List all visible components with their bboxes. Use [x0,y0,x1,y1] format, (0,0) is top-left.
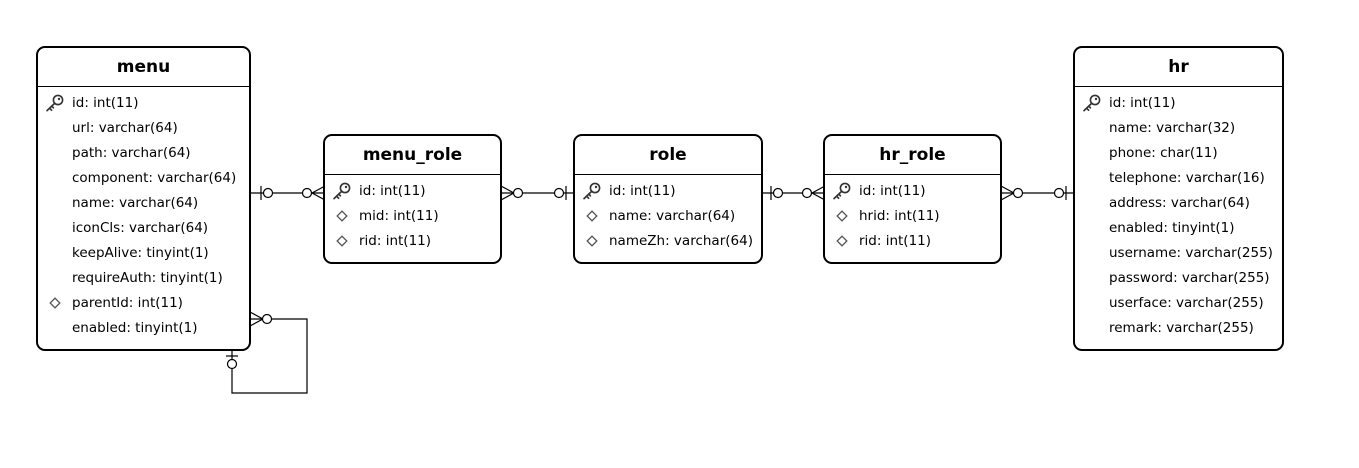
table-column[interactable]: hrid: int(11) [825,203,1000,228]
table-column[interactable]: parentId: int(11) [38,290,249,315]
table-column[interactable]: mid: int(11) [325,203,500,228]
key-icon [575,182,609,200]
table-hr[interactable]: hr id: int(11) name: varchar(32) phone: ch… [1073,46,1284,351]
column-text: phone: char(11) [1109,144,1218,161]
table-column[interactable]: id: int(11) [825,178,1000,203]
table-column[interactable]: name: varchar(64) [575,203,761,228]
column-text: keepAlive: tinyint(1) [72,244,209,261]
table-title: hr [1075,48,1282,87]
diamond-icon [38,296,72,309]
column-text: telephone: varchar(16) [1109,169,1265,186]
table-column[interactable]: userface: varchar(255) [1075,290,1282,315]
column-text: id: int(11) [859,182,926,199]
table-column[interactable]: phone: char(11) [1075,140,1282,165]
column-text: id: int(11) [359,182,426,199]
key-icon [38,94,72,112]
column-text: id: int(11) [609,182,676,199]
table-column[interactable]: id: int(11) [38,90,249,115]
column-text: hrid: int(11) [859,207,940,224]
table-column[interactable]: name: varchar(64) [38,190,249,215]
column-text: component: varchar(64) [72,169,237,186]
table-column[interactable]: requireAuth: tinyint(1) [38,265,249,290]
diamond-icon [825,234,859,247]
column-text: remark: varchar(255) [1109,319,1254,336]
key-icon [1075,94,1109,112]
table-column[interactable]: iconCls: varchar(64) [38,215,249,240]
column-text: requireAuth: tinyint(1) [72,269,223,286]
table-column[interactable]: remark: varchar(255) [1075,315,1282,340]
table-column[interactable]: address: varchar(64) [1075,190,1282,215]
column-text: enabled: tinyint(1) [72,319,198,336]
diamond-icon [575,209,609,222]
column-text: iconCls: varchar(64) [72,219,209,236]
table-column[interactable]: username: varchar(255) [1075,240,1282,265]
table-menu-role[interactable]: menu_role id: int(11) mid: int(11) rid: in… [323,134,502,264]
column-text: userface: varchar(255) [1109,294,1264,311]
table-column[interactable]: rid: int(11) [325,228,500,253]
table-column[interactable]: enabled: tinyint(1) [1075,215,1282,240]
diamond-icon [325,234,359,247]
column-text: enabled: tinyint(1) [1109,219,1235,236]
diamond-icon [325,209,359,222]
column-text: name: varchar(64) [609,207,736,224]
relationship-menu-menu-role [250,185,326,201]
column-text: address: varchar(64) [1109,194,1250,211]
table-hr-role[interactable]: hr_role id: int(11) hrid: int(11) rid: int… [823,134,1002,264]
table-column[interactable]: rid: int(11) [825,228,1000,253]
table-title: menu [38,48,249,87]
column-text: parentId: int(11) [72,294,183,311]
table-column[interactable]: nameZh: varchar(64) [575,228,761,253]
column-text: nameZh: varchar(64) [609,232,753,249]
diamond-icon [575,234,609,247]
key-icon [825,182,859,200]
table-column[interactable]: url: varchar(64) [38,115,249,140]
column-text: username: varchar(255) [1109,244,1273,261]
relationship-menu-role-role [500,185,575,201]
column-text: name: varchar(32) [1109,119,1236,136]
column-text: id: int(11) [72,94,139,111]
column-text: rid: int(11) [359,232,432,249]
column-text: password: varchar(255) [1109,269,1270,286]
table-column[interactable]: name: varchar(32) [1075,115,1282,140]
table-menu[interactable]: menu id: int(11) url: varchar(64) path: va… [36,46,251,351]
table-column[interactable]: telephone: varchar(16) [1075,165,1282,190]
diamond-icon [825,209,859,222]
column-text: name: varchar(64) [72,194,199,211]
table-column[interactable]: component: varchar(64) [38,165,249,190]
table-title: menu_role [325,136,500,175]
column-text: id: int(11) [1109,94,1176,111]
key-icon [325,182,359,200]
column-text: rid: int(11) [859,232,932,249]
column-text: url: varchar(64) [72,119,178,136]
column-text: mid: int(11) [359,207,439,224]
relationship-menu-self [226,311,308,394]
column-text: path: varchar(64) [72,144,191,161]
table-title: role [575,136,761,175]
table-column[interactable]: id: int(11) [1075,90,1282,115]
table-column[interactable]: keepAlive: tinyint(1) [38,240,249,265]
table-title: hr_role [825,136,1000,175]
relationship-hr-role-hr [1000,185,1075,201]
relationship-role-hr-role [762,185,826,201]
table-column[interactable]: id: int(11) [325,178,500,203]
table-column[interactable]: password: varchar(255) [1075,265,1282,290]
table-role[interactable]: role id: int(11) name: varchar(64) nameZh:… [573,134,763,264]
table-column[interactable]: enabled: tinyint(1) [38,315,249,340]
table-column[interactable]: path: varchar(64) [38,140,249,165]
table-column[interactable]: id: int(11) [575,178,761,203]
